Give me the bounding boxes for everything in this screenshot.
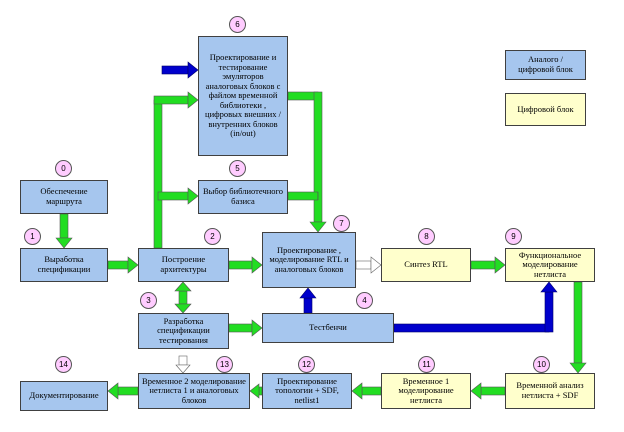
badge-14: 14 [55,356,72,373]
block-5-library-basis: Выбор библиотечного базиса [198,180,288,214]
badge-1: 1 [24,228,41,245]
block-4-testbenches: Тестбенчи [262,313,394,343]
arrow-4-to-7 [299,287,317,314]
badge-0: 0 [55,160,72,177]
badge-7: 7 [333,215,350,232]
badge-8: 8 [418,228,435,245]
arrow-4-to-9 [393,281,558,333]
badge-13: 13 [216,356,233,373]
arrow-white-into-13 [175,355,191,374]
block-0-route-support: Обеспечение маршрута [20,180,108,214]
block-8-rtl-synthesis: Синтез RTL [381,248,471,282]
arrow-0-to-1 [55,213,73,249]
legend-digital: Цифровой блок [505,93,586,126]
badge-4: 4 [356,292,373,309]
arrow-13-to-14 [107,382,139,400]
arrow-3-to-4 [228,319,263,337]
arrow-11-to-12 [351,382,382,400]
arrow-2-to-7 [228,256,263,274]
arrow-8-to-9 [470,256,506,274]
block-1-specification: Выработка спецификации [20,248,108,282]
badge-12: 12 [298,356,315,373]
arrow-input-to-6 [161,61,199,79]
arrow-1-to-2 [107,256,139,274]
badge-11: 11 [418,356,435,373]
block-6-emulators: Проектирование и тестирование эмуляторов… [198,36,288,156]
arrow-7-to-8 [355,256,382,274]
legend-analog-digital: Аналого / цифровой блок [505,50,586,80]
block-9-functional-modeling: Функциональное моделирование нетлиста [505,248,595,282]
arrow-10-to-11 [470,382,506,400]
arrow-2-to-3 [174,281,192,314]
block-12-topology: Проектирование топологии + SDF, netlist1 [262,373,352,409]
arrow-12-to-13 [249,383,263,399]
block-7-rtl-design: Проектирование , моделирование RTL и ана… [262,232,356,288]
block-3-test-spec: Разработка спецификации тестирования [138,313,229,349]
block-14-documentation: Документирование [20,381,108,411]
badge-6: 6 [229,16,246,33]
block-2-architecture: Построение архитектуры [138,248,229,282]
block-11-timing-modeling-1: Временное 1 моделирование нетлиста [381,373,471,409]
badge-2: 2 [204,228,221,245]
arrow-6-to-7 [287,91,327,233]
arrow-9-to-10 [569,281,587,374]
badge-3: 3 [140,292,157,309]
block-10-timing-analysis: Временной анализ нетлиста + SDF [505,373,595,409]
badge-9: 9 [505,228,522,245]
arrow-5-to-7 [287,191,319,201]
badge-10: 10 [533,356,550,373]
badge-5: 5 [229,160,246,177]
arrow-2-to-6 [153,91,199,249]
block-13-timing-modeling-2: Временное 2 моделирование нетлиста 1 и а… [138,373,250,409]
arrow-2-to-5 [157,187,199,205]
